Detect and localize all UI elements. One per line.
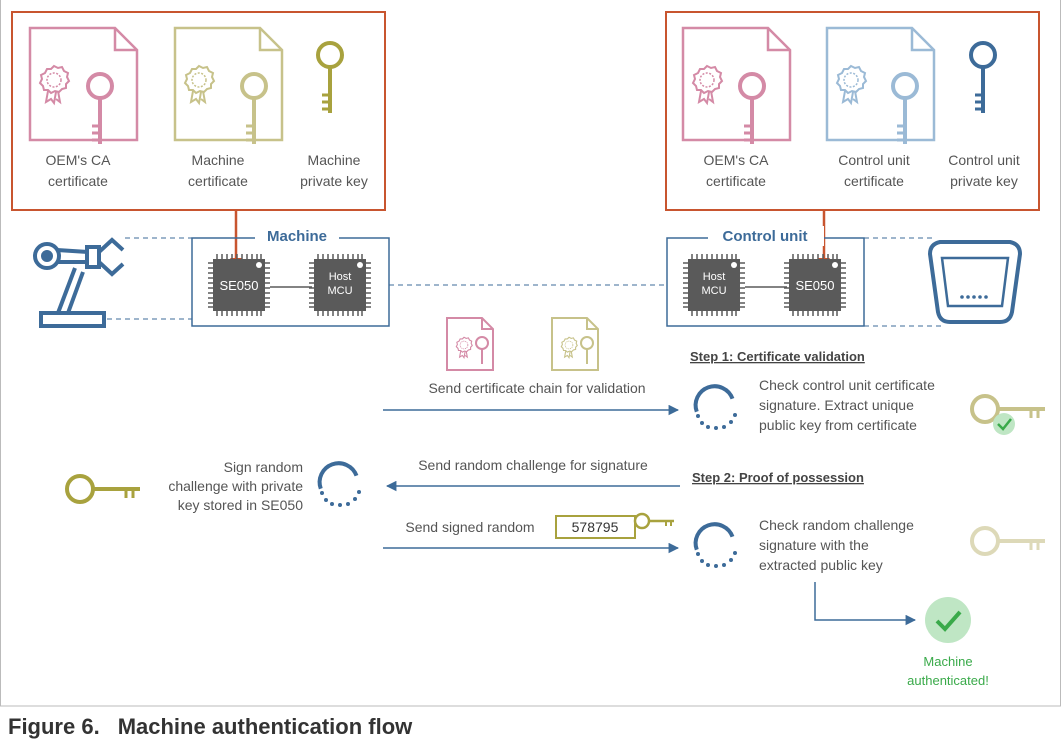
step1-message: Send certificate chain for validation xyxy=(428,380,645,396)
figure-number: Figure 6. xyxy=(8,714,100,739)
signing-key-icon xyxy=(65,474,142,504)
figure-caption: Figure 6. Machine authentication flow xyxy=(8,714,412,740)
cu-cert-label-2: certificate xyxy=(844,173,904,189)
step2-check-line-3: extracted public key xyxy=(759,557,883,573)
step1-title: Step 1: Certificate validation xyxy=(690,349,865,364)
signed-random-message: Send signed random xyxy=(405,519,534,535)
sign-text-line-1: Sign random xyxy=(224,459,303,475)
sign-text-line-2: challenge with private xyxy=(168,478,303,494)
step2-check-line-1: Check random challenge xyxy=(759,517,914,533)
extracted-key-check-icon xyxy=(993,413,1015,435)
control-unit-credentials-box xyxy=(665,11,1040,211)
cu-key-label-1: Control unit xyxy=(948,152,1020,168)
machine-host-label-2: MCU xyxy=(327,285,352,297)
signed-value: 578795 xyxy=(572,519,619,535)
machine-title-bg xyxy=(255,226,339,246)
step1-check-line-3: public key from certificate xyxy=(759,417,917,433)
signed-value-key-icon xyxy=(633,512,676,530)
step1-spinner-icon xyxy=(688,378,739,432)
machine-cert-label-1: Machine xyxy=(192,152,245,168)
right-oem-ca-certificate-icon xyxy=(681,26,792,146)
step2-spinner-icon xyxy=(688,516,739,570)
machine-credentials-box xyxy=(11,11,386,211)
step2-title: Step 2: Proof of possession xyxy=(692,470,864,485)
step2-check-line-2: signature with the xyxy=(759,537,869,553)
control-panel-title: Control unit xyxy=(723,228,808,245)
right-ca-cert-label-2: certificate xyxy=(706,173,766,189)
result-line-2: authenticated! xyxy=(907,673,989,688)
small-machine-certificate-icon xyxy=(551,317,599,371)
authenticated-check-icon xyxy=(925,597,971,643)
small-oem-ca-certificate-icon xyxy=(446,317,494,371)
step2-challenge-message: Send random challenge for signature xyxy=(418,457,648,473)
right-ca-cert-label-1: OEM's CA xyxy=(704,152,770,168)
machine-certificate-icon xyxy=(173,26,284,146)
step1-check-line-1: Check control unit certificate xyxy=(759,377,935,393)
sign-spinner-icon xyxy=(312,455,363,509)
machine-host-label-1: Host xyxy=(329,271,352,283)
left-ca-cert-label-1: OEM's CA xyxy=(46,152,112,168)
result-arrow xyxy=(814,582,917,626)
machine-panel-title: Machine xyxy=(267,228,327,245)
step1-check-line-2: signature. Extract unique xyxy=(759,397,914,413)
control-unit-private-key-icon xyxy=(969,41,997,115)
public-key-icon xyxy=(970,526,1047,556)
control-unit-icon xyxy=(927,240,1023,324)
machine-cert-label-2: certificate xyxy=(188,173,248,189)
figure-title: Machine authentication flow xyxy=(117,714,413,739)
cu-host-label-2: MCU xyxy=(701,285,726,297)
machine-key-label-1: Machine xyxy=(308,152,361,168)
left-ca-cert-label-2: certificate xyxy=(48,173,108,189)
cu-key-label-2: private key xyxy=(950,173,1018,189)
cu-host-label-1: Host xyxy=(703,271,726,283)
control-title-bg xyxy=(708,226,824,246)
result-line-1: Machine xyxy=(923,654,972,669)
machine-key-label-2: private key xyxy=(300,173,368,189)
robot-arm-icon xyxy=(33,237,125,328)
control-unit-certificate-icon xyxy=(825,26,936,146)
signed-value-box xyxy=(555,515,636,539)
machine-private-key-icon xyxy=(316,41,344,115)
sign-text-line-3: key stored in SE050 xyxy=(178,497,304,513)
oem-ca-certificate-icon xyxy=(28,26,139,146)
cu-cert-label-1: Control unit xyxy=(838,152,910,168)
cu-se050-label: SE050 xyxy=(795,278,834,293)
machine-se050-label: SE050 xyxy=(219,278,258,293)
